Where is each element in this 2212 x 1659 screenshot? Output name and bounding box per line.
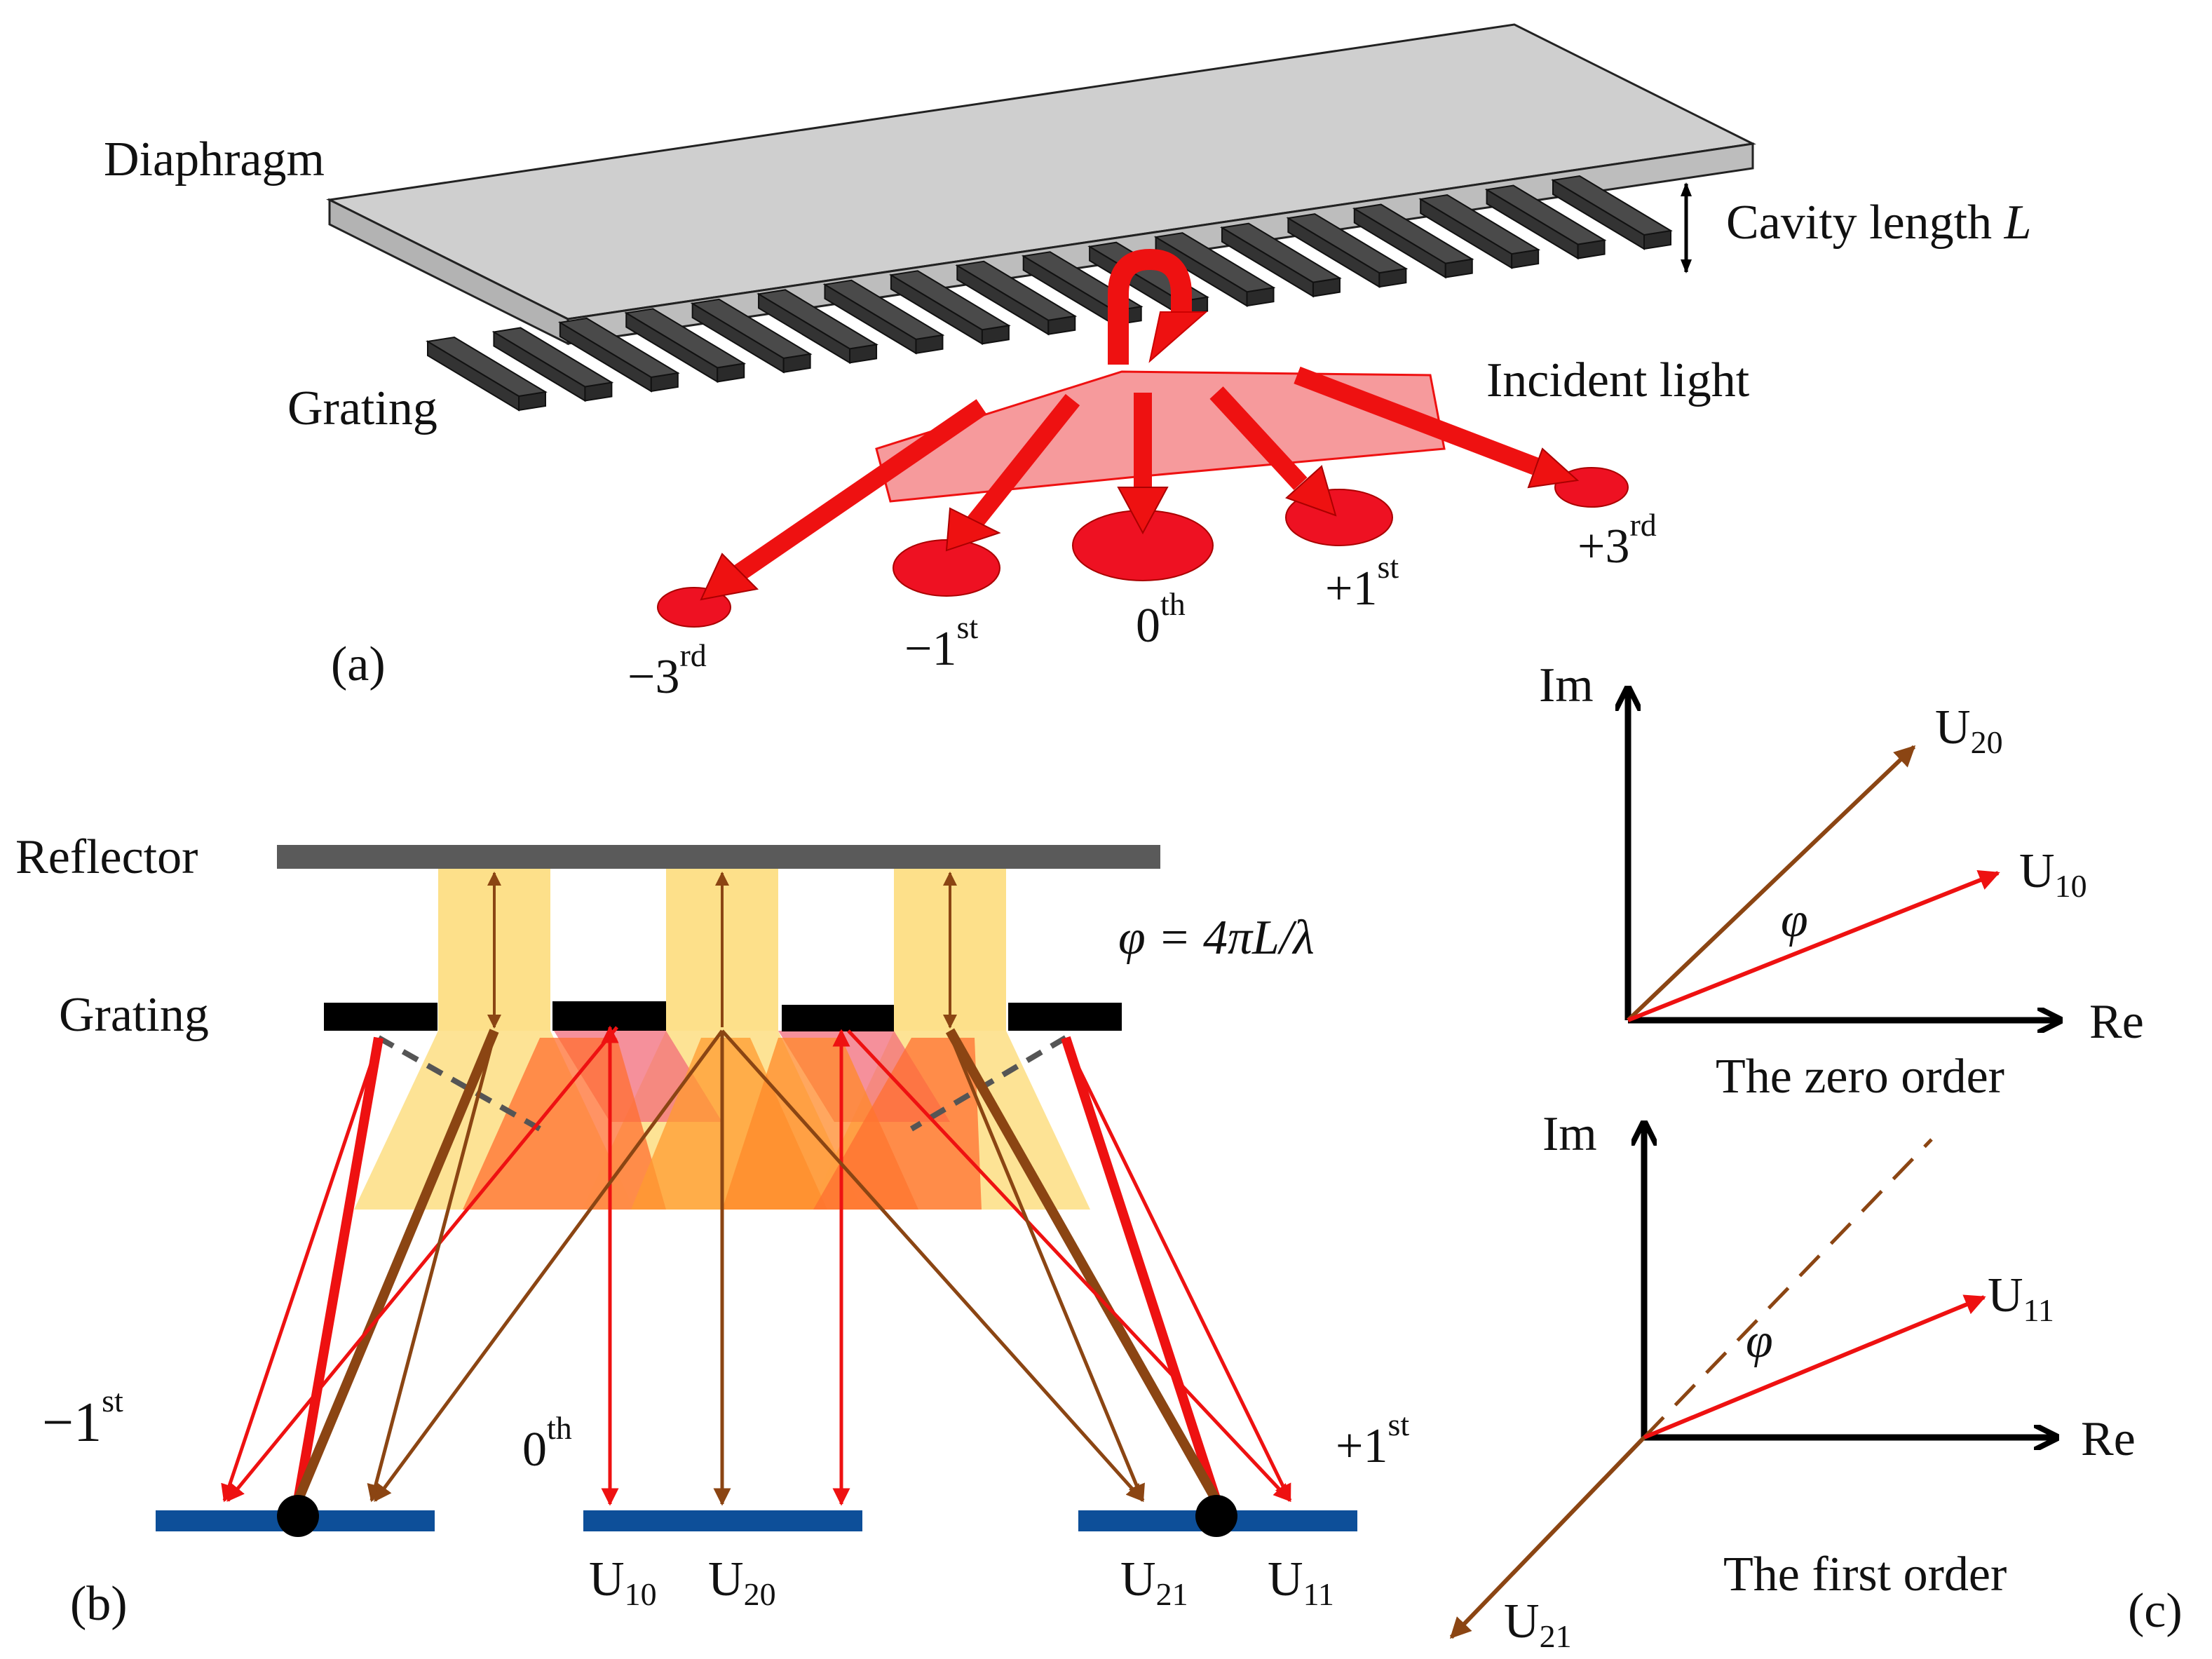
- grating-bar-top: [690, 298, 813, 359]
- order-label-zero: 0th: [1136, 586, 1186, 653]
- dashed-line-left: [377, 1035, 541, 1132]
- panel-label-a: (a): [331, 637, 386, 691]
- grating-bar-top: [426, 336, 548, 398]
- grating-bar-b3: [782, 1005, 894, 1031]
- phasor-u11: [1643, 1294, 1986, 1440]
- field-label-u11-b: U11: [1268, 1552, 1334, 1612]
- ray-red-thick-right: [1061, 1036, 1221, 1503]
- im-label-zero: Im: [1539, 658, 1594, 712]
- panel-label-c: (c): [2128, 1584, 2183, 1638]
- phasor-u21: [1449, 1435, 1646, 1639]
- detector-point-right: [1195, 1495, 1237, 1537]
- order-label-b-zero: 0th: [522, 1410, 572, 1477]
- phasor-u20: [1626, 745, 1916, 1022]
- grating-bar-b1: [324, 1003, 437, 1031]
- order-label-b-plus1: +1st: [1336, 1407, 1409, 1473]
- grating-bar-top: [624, 308, 747, 369]
- u10-label-c: U10: [2019, 844, 2087, 904]
- panel-b: Reflector Grating φ = 4πL/λ −1st 0th +1s…: [15, 830, 1409, 1631]
- caption-zero-order: The zero order: [1716, 1050, 2004, 1104]
- u11-label-c: U11: [1988, 1268, 2054, 1328]
- detector-zero: [583, 1510, 862, 1531]
- grating-bar-b4: [1008, 1003, 1122, 1031]
- grating-bar-top: [1418, 194, 1541, 255]
- grating-label-b: Grating: [59, 988, 209, 1042]
- reflector-bar: [277, 845, 1160, 869]
- phi-label-first: φ: [1746, 1314, 1773, 1368]
- incident-beam-head: [1148, 311, 1208, 363]
- ray-red-thick-left: [293, 1036, 384, 1502]
- ray-brown-thick-right: [945, 1028, 1221, 1503]
- detector-point-left: [277, 1495, 319, 1537]
- ray-brown-thick-left: [293, 1029, 499, 1503]
- grating-bar-top: [955, 260, 1078, 321]
- diffracted-beams: [731, 366, 1539, 583]
- cavity-length-label: Cavity length L: [1726, 196, 2032, 250]
- grating-label-a: Grating: [287, 381, 437, 435]
- im-label-first: Im: [1542, 1107, 1597, 1161]
- dashed-line-right: [909, 1035, 1068, 1132]
- grating-bar-top: [1286, 213, 1409, 274]
- u20-label-c: U20: [1935, 700, 2003, 760]
- order-label-minus3: −3rd: [627, 637, 707, 704]
- re-label-first: Re: [2081, 1412, 2136, 1466]
- grating-bar-b2: [552, 1001, 666, 1031]
- phasor-first-order: Im Re φ U11 U21 The first order: [1449, 1107, 2136, 1654]
- re-label-zero: Re: [2089, 995, 2144, 1049]
- grating-bar-top: [1484, 184, 1607, 245]
- grating-bar-top: [1551, 175, 1673, 236]
- panel-label-b: (b): [70, 1577, 128, 1631]
- reflector-label: Reflector: [15, 830, 198, 884]
- phase-formula: φ = 4πL/λ: [1118, 911, 1315, 965]
- order-label-b-minus1: −1st: [42, 1383, 123, 1454]
- thin-red-rays: [221, 1025, 1292, 1506]
- diffracted-beam-heads: [700, 447, 1580, 601]
- phi-label-zero: φ: [1781, 893, 1808, 947]
- order-label-plus1: +1st: [1325, 549, 1399, 616]
- field-label-u10-b: U10: [589, 1552, 657, 1612]
- order-label-minus1: −1st: [904, 609, 978, 676]
- thin-brown-rays: [367, 1029, 1145, 1506]
- order-label-plus3: +3rd: [1577, 507, 1657, 574]
- incident-beam: [1108, 248, 1192, 365]
- grating-bar-top: [1153, 232, 1276, 293]
- phasor-u10: [1627, 870, 2000, 1022]
- panel-c: Im Re φ U20 U10 The zero order Im Re φ U…: [1449, 658, 2183, 1654]
- grating-bar-top: [756, 289, 878, 350]
- spot-minus1: [893, 539, 1000, 597]
- grating-bar-top: [822, 279, 945, 340]
- grating-bar-top: [491, 327, 614, 388]
- diaphragm-label: Diaphragm: [104, 133, 325, 187]
- panel-a: Diaphragm Cavity length L Grating Incide…: [104, 23, 2032, 704]
- field-label-u20-b: U20: [708, 1552, 776, 1612]
- dashed-phase-reference: [1643, 1138, 1933, 1439]
- grating-bars: [426, 175, 1673, 412]
- grating-bar-top: [1352, 203, 1474, 264]
- grating-bar-top: [889, 270, 1011, 331]
- incident-light-label: Incident light: [1486, 353, 1750, 407]
- field-label-u21-b: U21: [1120, 1552, 1188, 1612]
- phasor-zero-order: Im Re φ U20 U10 The zero order: [1539, 658, 2144, 1104]
- grating-bar-top: [1220, 222, 1342, 283]
- u21-label-c: U21: [1504, 1594, 1572, 1654]
- grating-bar-top: [557, 317, 680, 378]
- caption-first-order: The first order: [1723, 1548, 2007, 1602]
